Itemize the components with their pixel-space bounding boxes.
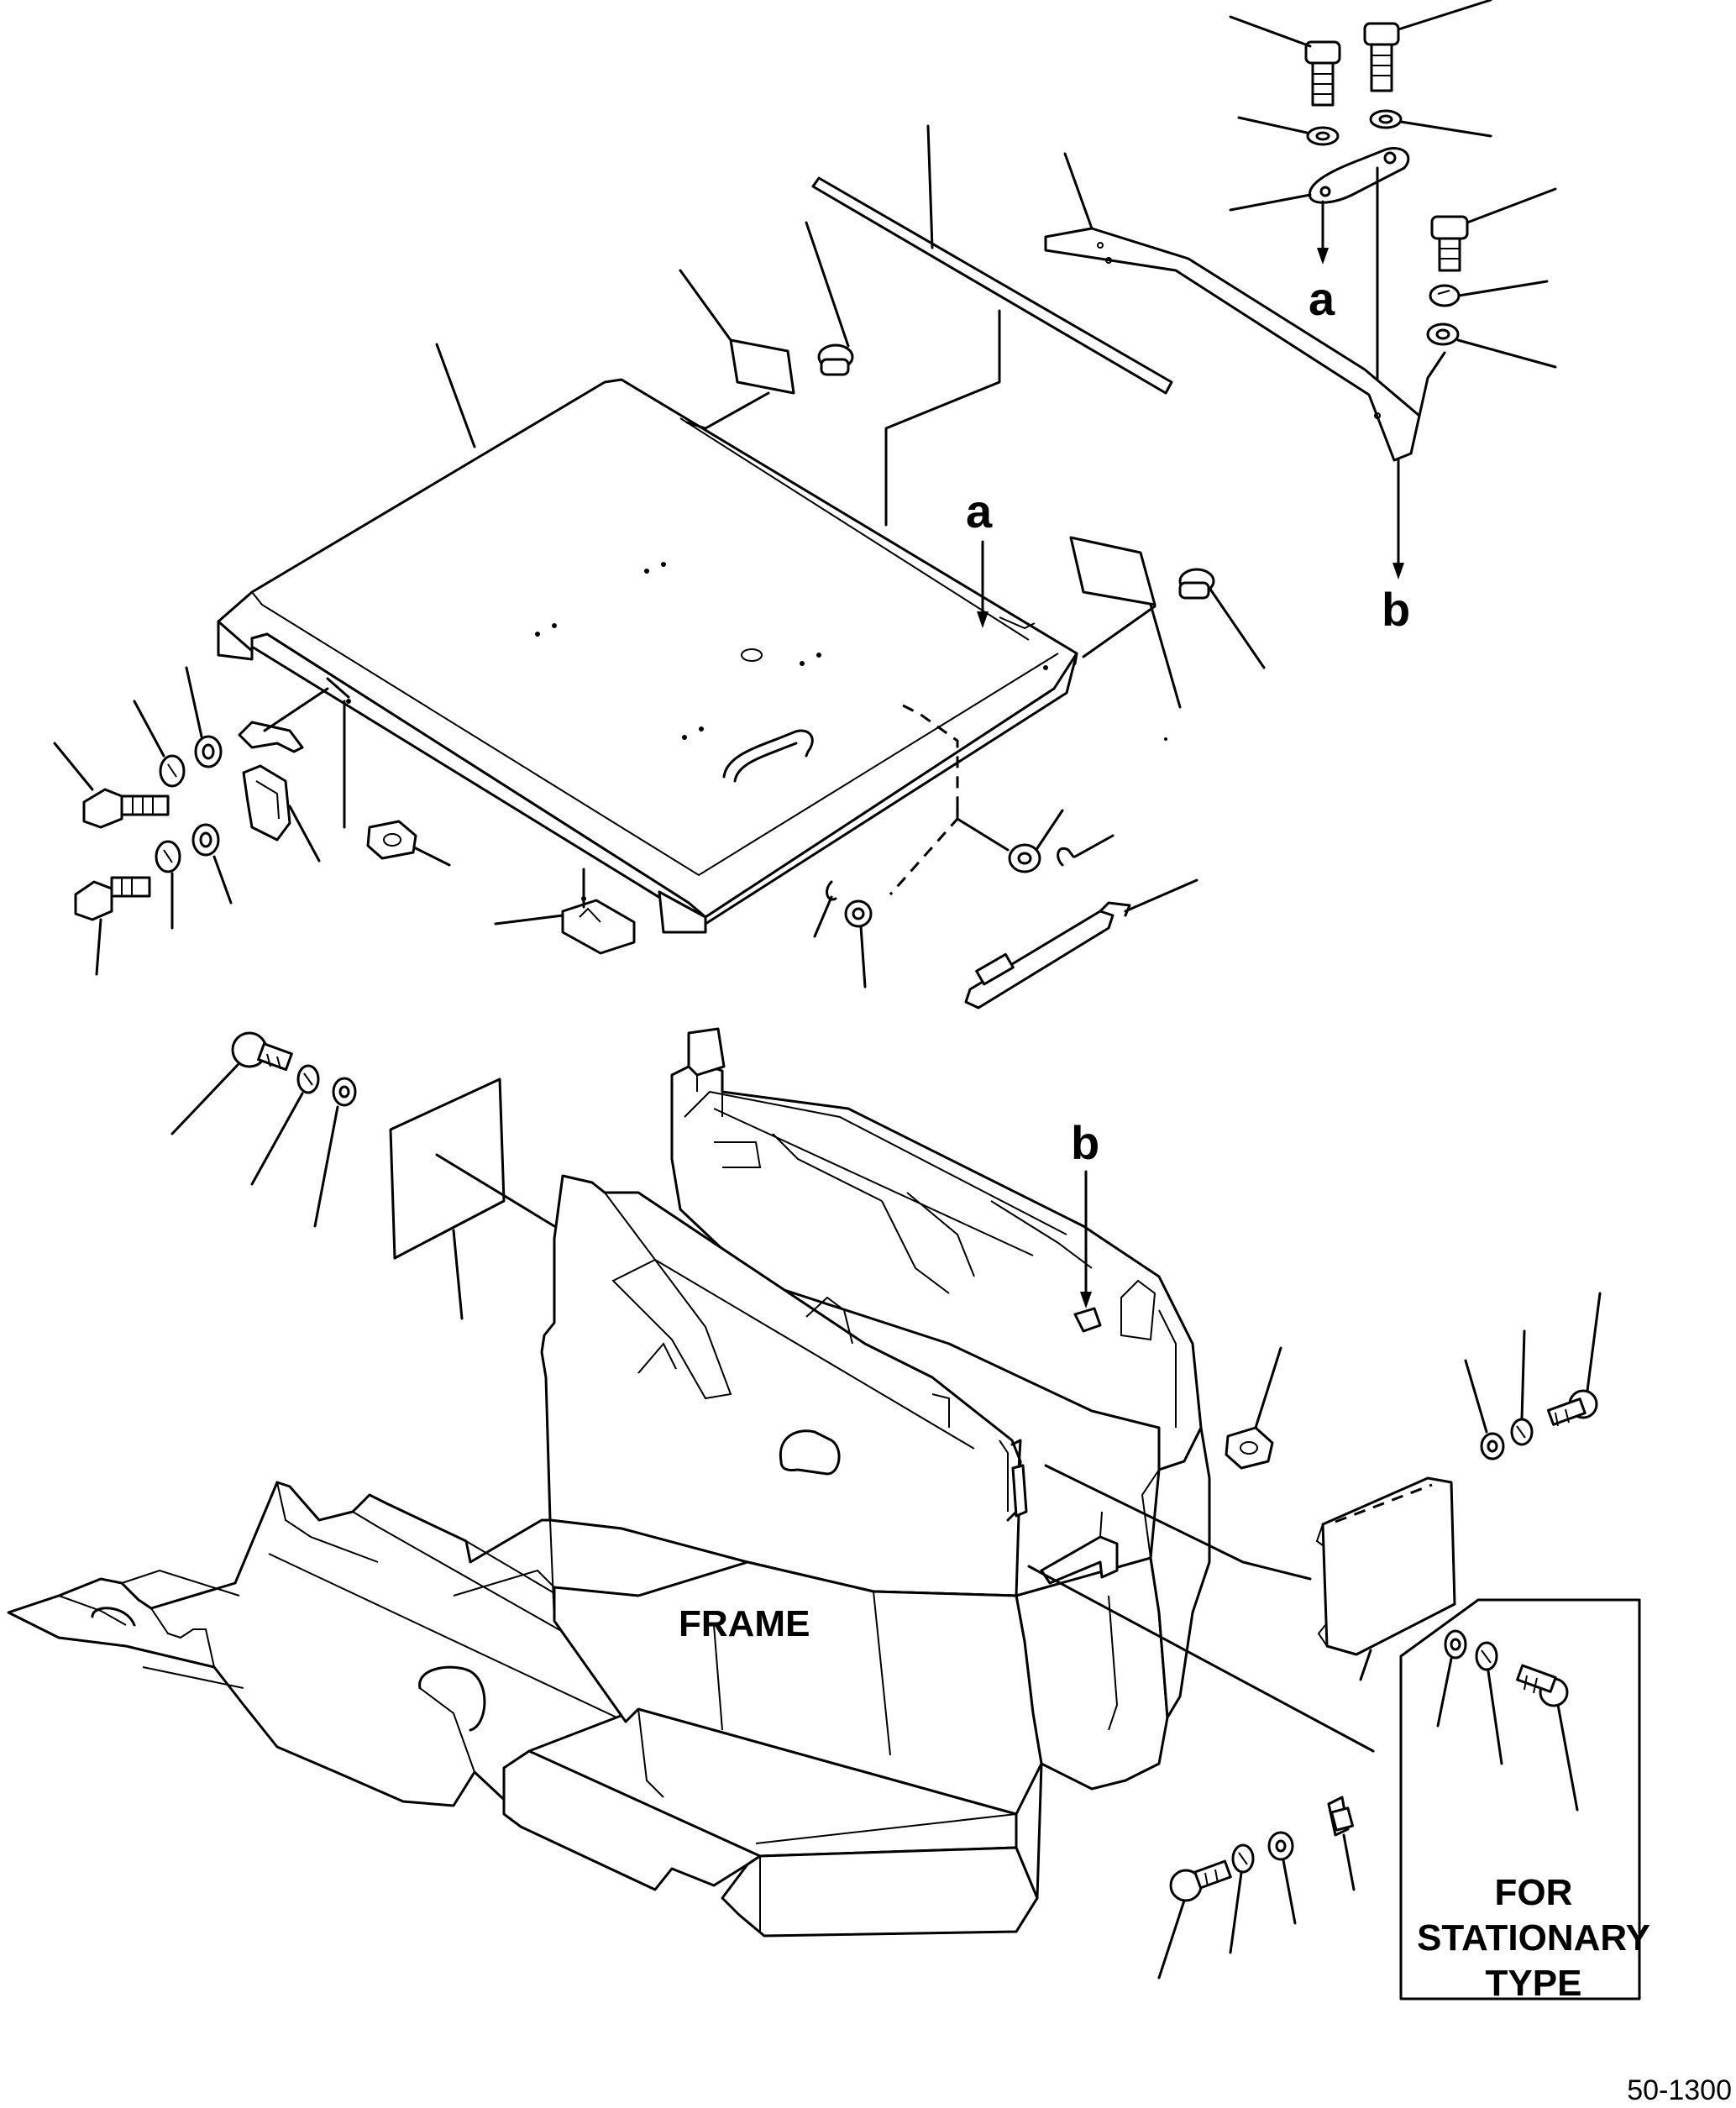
arrow-b-frame [1073,1170,1102,1333]
top-cover [217,343,1078,934]
bottom-flat-washer [1267,1831,1297,1925]
callout-b-top: b [1382,583,1410,636]
frame-flat-washer-left [313,1077,357,1228]
plate-lever [1229,147,1410,212]
frame-spring-washer-right [1510,1329,1534,1446]
right-bolt [1430,187,1557,272]
arrow-b-down [1392,459,1404,579]
nut-frame-right [1225,1346,1282,1470]
frame-bolt-right [1546,1292,1602,1427]
hinge-bracket [1044,152,1446,462]
stationary-bolt [1516,1664,1579,1812]
rubber-pad-right [1069,536,1182,709]
frame-label: FRAME [679,1603,810,1644]
stationary-label-line2: STATIONARY [1417,1917,1650,1959]
latch-catch [242,764,321,863]
grommet-left [805,221,854,376]
right-flat-washer [1426,322,1557,369]
cotter-pin-right [1057,834,1115,867]
nut-cover-left [366,820,451,867]
seal-strip [811,124,1173,395]
top-bolt-left [1229,15,1341,107]
mount-wire-2 [1027,1565,1375,1753]
washer-center [844,899,873,988]
frame-washer-right [1464,1359,1505,1460]
bolt-upper-left [53,742,170,829]
callout-b-frame: b [1071,1116,1099,1169]
callout-a-cover: a [966,485,993,537]
rubber-stopper [494,868,636,955]
rubber-pad-left [679,269,795,430]
grommet-right [1178,568,1266,669]
washer-right-cover [1008,809,1064,873]
control-box [1315,1476,1456,1681]
top-washer-left [1237,116,1340,146]
side-cover-plate [389,1078,556,1320]
wire-to-washer [956,800,1010,852]
bolt-lower-left [74,876,151,976]
latch-hinge [238,677,350,753]
cotter-pin-center [813,880,837,938]
stationary-panel [1399,1598,1641,2001]
bracket-tab [1040,1535,1119,1585]
top-washer-right [1369,109,1492,138]
spring-washer-lower-left [155,840,181,930]
frame-bolt-left [170,1031,293,1135]
support-rod [964,878,1198,1009]
frame-spring-washer-left [250,1064,320,1186]
flat-washer-upper-left [185,666,223,768]
bottom-spring-washer [1229,1843,1255,1954]
arrow-a-down [1317,200,1329,265]
bottom-bolt [1157,1859,1232,1980]
stationary-label-line3: TYPE [1486,1963,1582,2004]
top-bolt-right [1363,0,1492,92]
flat-washer-lower-left [191,823,233,905]
mount-wire [1044,1464,1312,1581]
bottom-latch [1327,1796,1356,1891]
right-spring-washer [1429,280,1549,307]
stationary-label-line1: FOR [1495,1872,1573,1913]
spring-washer-upper-left [133,700,186,788]
cover-wire [884,309,1001,527]
callout-a-top: a [1309,272,1335,325]
frame [7,1027,1211,1938]
page-code: 50-1300 [1627,2074,1732,2106]
